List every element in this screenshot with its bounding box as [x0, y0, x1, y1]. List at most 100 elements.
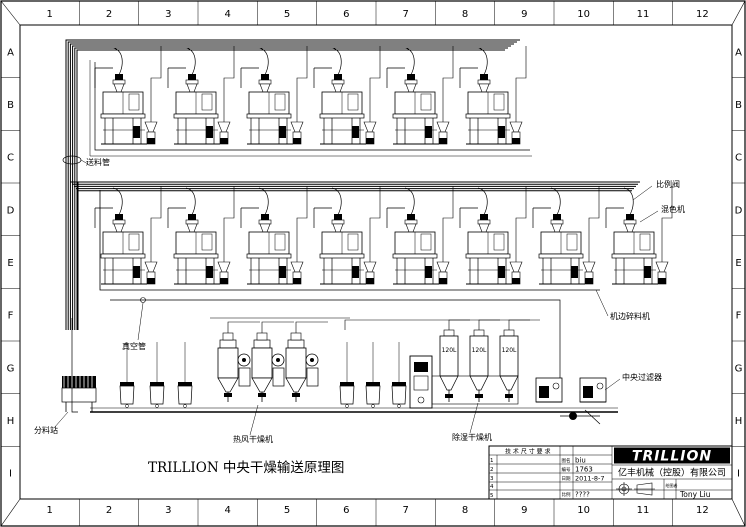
row-ref: G	[7, 363, 15, 374]
column-ref: 12	[696, 505, 709, 516]
row-num-5: 5	[490, 493, 494, 499]
material-bin	[119, 342, 135, 408]
row-ref: D	[7, 205, 15, 216]
hot-air-dryer	[285, 321, 328, 402]
material-bin	[339, 342, 355, 408]
row-ref: G	[735, 363, 743, 374]
column-ref: 1	[46, 9, 52, 20]
column-ref: 5	[284, 505, 290, 516]
injection-molding-machine	[240, 46, 308, 145]
row-ref: H	[735, 416, 743, 427]
material-bin	[177, 342, 193, 408]
distribution-station-label: 分料站	[34, 425, 58, 435]
injection-molding-machine	[459, 46, 527, 145]
row-ref: B	[735, 100, 742, 111]
drawn-by-value: Tony Liu	[679, 490, 711, 499]
column-ref: 6	[343, 505, 349, 516]
injection-molding-machine	[94, 46, 162, 145]
brand-logo-band	[614, 447, 730, 464]
hopper-capacity-label: 120L	[442, 347, 457, 354]
granulator-label: 机边碎料机	[610, 311, 650, 321]
title-block: 技 术 尺 寸 要 求 1 2 3 4 5 图名 编号 日期 比例 biu 17…	[488, 445, 733, 500]
hot-air-dryer-group	[210, 317, 350, 402]
row-ref: H	[7, 416, 15, 427]
column-ref: 2	[106, 9, 112, 20]
row-ref: I	[737, 469, 740, 480]
hot-air-dryer	[217, 321, 260, 402]
dehumidifying-dryer-hopper: 120L	[469, 319, 500, 402]
field-label-date: 日期	[562, 476, 571, 482]
column-ref: 2	[106, 505, 112, 516]
hot-air-dryer-label: 热风干燥机	[233, 434, 273, 444]
field-label-code: 编号	[562, 466, 571, 473]
vacuum-pipe-label: 真空管	[122, 341, 146, 351]
drawn-by-label: 绘图者	[666, 482, 678, 488]
injection-molding-machine	[94, 186, 162, 285]
dehumidifying-dryer-hopper: 120L	[439, 319, 470, 402]
injection-molding-machine	[167, 46, 235, 145]
column-ref: 9	[521, 505, 527, 516]
row-num-2: 2	[490, 467, 494, 473]
brand-logo: TRILLION	[632, 449, 712, 465]
dehumidifying-dryer-label: 除湿干燥机	[452, 432, 492, 442]
field-value-date: 2011-8-7	[575, 475, 605, 483]
injection-molding-machine	[459, 186, 527, 285]
central-filter-label: 中央过滤器	[622, 372, 662, 382]
row-num-1: 1	[490, 458, 494, 464]
dehumidifying-dryer-hopper: 120L	[499, 319, 530, 402]
column-ref: 10	[577, 9, 590, 20]
row-ref: B	[7, 100, 14, 111]
column-ref: 7	[402, 9, 408, 20]
injection-molding-machine	[240, 186, 308, 285]
column-ref: 9	[521, 9, 527, 20]
row-ref: D	[735, 205, 743, 216]
row-ref: C	[7, 153, 14, 164]
injection-molding-machine	[386, 186, 454, 285]
company-name: 亿丰机械（控股）有限公司	[618, 467, 726, 479]
row-ref: F	[736, 311, 742, 322]
ratio-valve-label: 比例阀	[656, 179, 680, 189]
tech-requirements: 技 术 尺 寸 要 求	[505, 448, 551, 456]
row-ref: F	[8, 311, 14, 322]
diagram-title: TRILLION 中央干燥输送原理图	[148, 460, 344, 476]
column-ref: 4	[224, 505, 230, 516]
field-value-code: 1763	[575, 466, 593, 474]
injection-molding-machine	[313, 186, 381, 285]
column-ref: 8	[462, 9, 468, 20]
column-ref: 11	[637, 505, 650, 516]
central-filter-unit	[579, 377, 607, 403]
field-value-name: biu	[575, 457, 586, 465]
row-num-4: 4	[490, 484, 494, 490]
row-ref: E	[7, 258, 13, 269]
hopper-capacity-label: 120L	[502, 347, 517, 354]
row-ref: A	[7, 47, 14, 58]
color-mixer-label: 混色机	[661, 204, 685, 214]
molding-machine-row-2	[94, 186, 673, 285]
row-ref: C	[735, 153, 742, 164]
distribution-station	[61, 376, 97, 412]
column-ref: 6	[343, 9, 349, 20]
conveying-pipe-label: 送料管	[86, 157, 110, 167]
row-num-3: 3	[490, 476, 494, 482]
material-bin	[391, 342, 407, 408]
injection-molding-machine	[313, 46, 381, 145]
row-ref: A	[735, 47, 742, 58]
column-ref: 7	[402, 505, 408, 516]
column-ref: 5	[284, 9, 290, 20]
material-bin	[365, 342, 381, 408]
molding-machine-row-1	[94, 46, 527, 145]
row-ref: E	[735, 258, 741, 269]
column-ref: 3	[165, 505, 171, 516]
injection-molding-machine	[167, 186, 235, 285]
field-value-scale: ????	[575, 491, 590, 499]
injection-molding-machine	[386, 46, 454, 145]
field-label-name: 图名	[562, 457, 571, 464]
hot-air-dryer	[251, 321, 294, 402]
column-ref: 10	[577, 505, 590, 516]
